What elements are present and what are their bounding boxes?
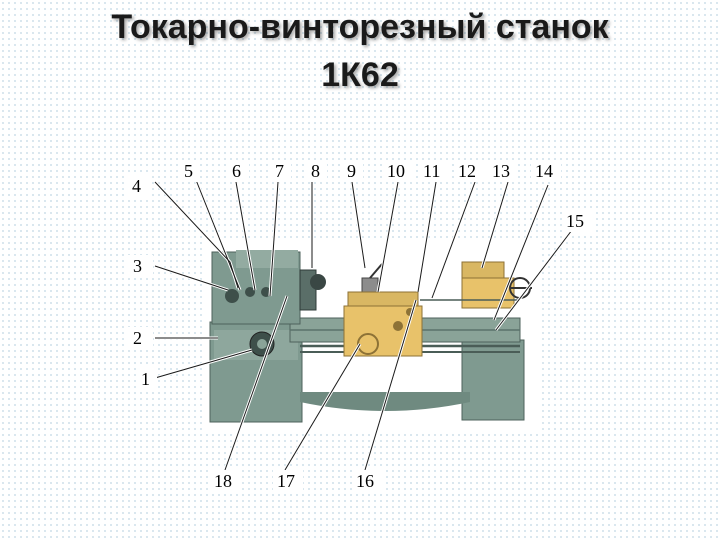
chuck-jaw [310, 274, 326, 290]
callout-16: 16 [356, 471, 374, 491]
tool-post [361, 277, 379, 293]
callout-3: 3 [133, 256, 142, 276]
callout-11: 11 [423, 161, 440, 181]
callout-7: 7 [275, 161, 284, 181]
cross-slide [347, 291, 419, 307]
callout-9: 9 [347, 161, 356, 181]
callout-8: 8 [311, 161, 320, 181]
callout-labels: 4 5 6 7 8 9 10 11 12 13 14 15 3 2 1 18 1 [127, 160, 592, 492]
callout-2: 2 [133, 328, 142, 348]
headstock-top [236, 250, 298, 268]
callout-13: 13 [492, 161, 510, 181]
callout-5: 5 [184, 161, 193, 181]
callout-10: 10 [387, 161, 405, 181]
callout-15: 15 [566, 211, 584, 231]
carriage-handwheel [357, 333, 379, 355]
callout-18: 18 [214, 471, 232, 491]
callout-4: 4 [132, 176, 141, 196]
title-line-2: 1К62 [321, 56, 399, 94]
callout-1: 1 [141, 369, 150, 389]
feed-knob [245, 287, 255, 297]
thread-knob [261, 287, 271, 297]
callout-6: 6 [232, 161, 241, 181]
lathe-machine [209, 250, 532, 423]
callout-14: 14 [535, 161, 553, 181]
title-line-1: Токарно-винторезный станок [111, 8, 609, 46]
spindle-speed-knob [225, 289, 239, 303]
callout-17: 17 [277, 471, 295, 491]
callout-12: 12 [458, 161, 476, 181]
leader-lines [153, 179, 574, 471]
